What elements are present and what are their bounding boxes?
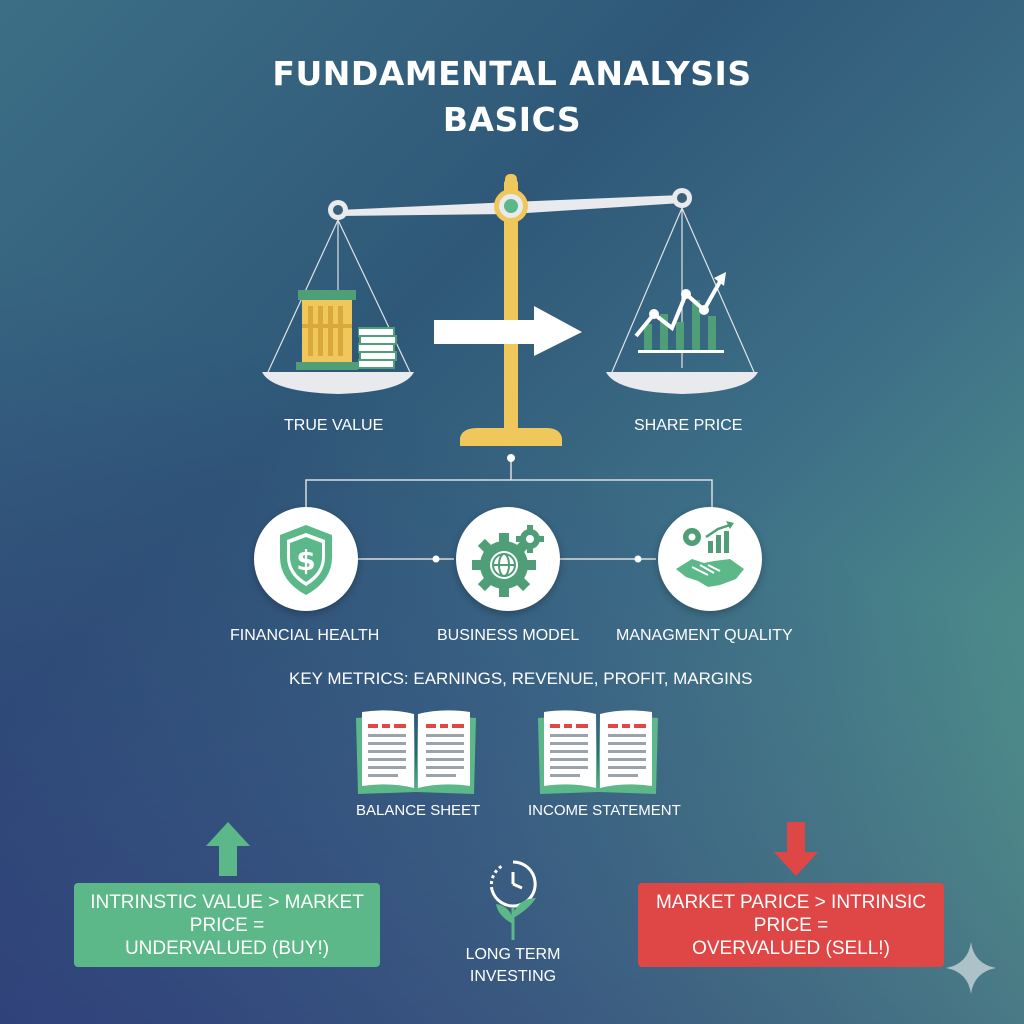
long-term-investing-label: LONG TERM INVESTING bbox=[454, 944, 572, 988]
true-value-label: TRUE VALUE bbox=[284, 417, 384, 434]
balance-sheet-label: BALANCE SHEET bbox=[356, 802, 481, 819]
right-pan bbox=[606, 372, 758, 394]
share-price-label: SHARE PRICE bbox=[634, 417, 743, 434]
scale-base bbox=[460, 428, 562, 446]
key-metrics-text: KEY METRICS: EARNINGS, REVENUE, PROFIT, … bbox=[289, 669, 753, 688]
sparkle-icon bbox=[946, 942, 996, 994]
factor-label-business-model: BUSINESS MODEL bbox=[437, 627, 580, 644]
up-arrow-icon bbox=[206, 822, 250, 876]
scale-pillar bbox=[504, 180, 518, 430]
overvalued-line3: OVERVALUED (SELL!) bbox=[692, 938, 890, 959]
gear-globe-icon bbox=[472, 525, 544, 597]
factor-label-financial-health: FINANCIAL HEALTH bbox=[230, 627, 380, 644]
handshake-chart-icon bbox=[676, 521, 744, 587]
undervalued-line1: INTRINSTIC VALUE > MARKET bbox=[90, 892, 364, 913]
management-quality-circle bbox=[658, 507, 762, 611]
financial-health-circle: $ bbox=[254, 507, 358, 611]
business-model-circle bbox=[456, 507, 560, 611]
overvalued-box: MARKET PARICE > INTRINSIC PRICE = OVERVA… bbox=[638, 883, 944, 967]
balance-sheet-book-icon bbox=[356, 710, 476, 794]
factor-label-management-quality: MANAGMENT QUALITY bbox=[616, 627, 793, 644]
undervalued-line3: UNDERVALUED (BUY!) bbox=[124, 938, 330, 959]
undervalued-box: INTRINSTIC VALUE > MARKET PRICE = UNDERV… bbox=[74, 883, 380, 967]
page-title-line1: FUNDAMENTAL ANALYSIS bbox=[272, 54, 752, 93]
long-term-line1: LONG TERM bbox=[465, 946, 561, 963]
overvalued-line1: MARKET PARICE > INTRINSIC bbox=[655, 892, 927, 913]
down-arrow-icon bbox=[774, 822, 818, 876]
undervalued-line2: PRICE = bbox=[189, 915, 265, 936]
balance-scale bbox=[262, 174, 758, 446]
left-pan bbox=[262, 372, 414, 394]
scale-beam bbox=[338, 202, 511, 216]
scale-beam-right bbox=[511, 195, 682, 214]
income-statement-book-icon bbox=[538, 710, 658, 794]
income-statement-label: INCOME STATEMENT bbox=[528, 802, 681, 819]
page-title-line2: BASICS bbox=[442, 100, 582, 139]
scale-top-cap bbox=[505, 174, 517, 188]
long-term-line2: INVESTING bbox=[469, 968, 557, 985]
chart-growth-icon bbox=[634, 272, 726, 353]
right-arrow-icon bbox=[434, 306, 582, 356]
overvalued-line2: PRICE = bbox=[753, 915, 829, 936]
building-icon bbox=[296, 290, 358, 370]
money-stack-icon bbox=[358, 327, 397, 369]
svg-text:$: $ bbox=[296, 544, 315, 577]
clock-sprout-icon bbox=[489, 860, 537, 940]
connector-lines bbox=[305, 454, 713, 563]
shield-dollar-icon: $ bbox=[280, 525, 332, 595]
